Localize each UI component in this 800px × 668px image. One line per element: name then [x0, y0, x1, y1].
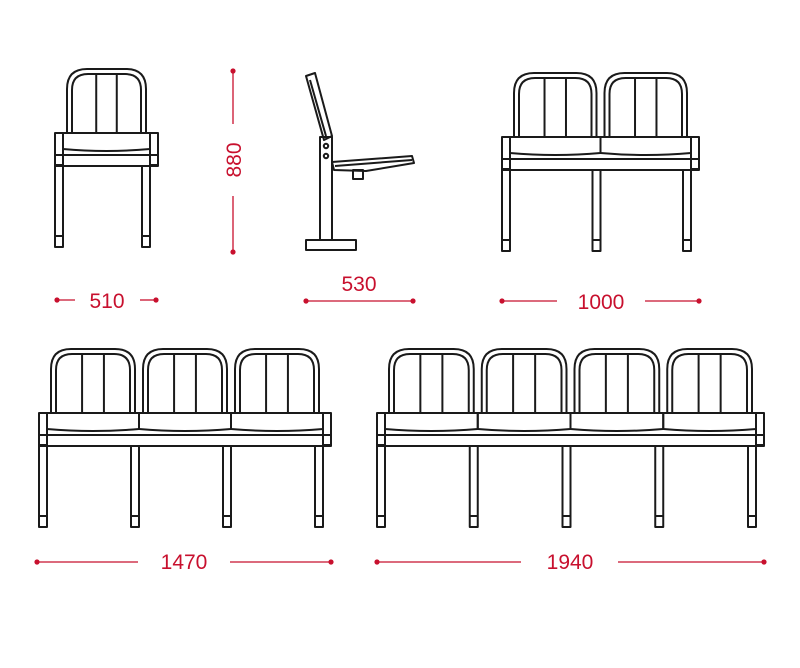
chair-triple-front [38, 348, 332, 528]
chair-side-view [305, 72, 415, 251]
chair-drawings [38, 68, 765, 528]
label-depth: 530 [341, 273, 376, 296]
chair-quad-front [376, 348, 765, 528]
label-height: 880 [223, 142, 246, 177]
label-width-triple: 1470 [161, 551, 208, 574]
label-width-quad: 1940 [547, 551, 594, 574]
dimension-lines [34, 68, 767, 565]
label-width-single: 510 [89, 290, 124, 313]
dimension-labels: 510 880 530 1000 1470 1940 [89, 142, 624, 574]
chair-double-front [501, 72, 700, 252]
label-width-double: 1000 [578, 291, 625, 314]
chair-single-front [54, 68, 159, 248]
